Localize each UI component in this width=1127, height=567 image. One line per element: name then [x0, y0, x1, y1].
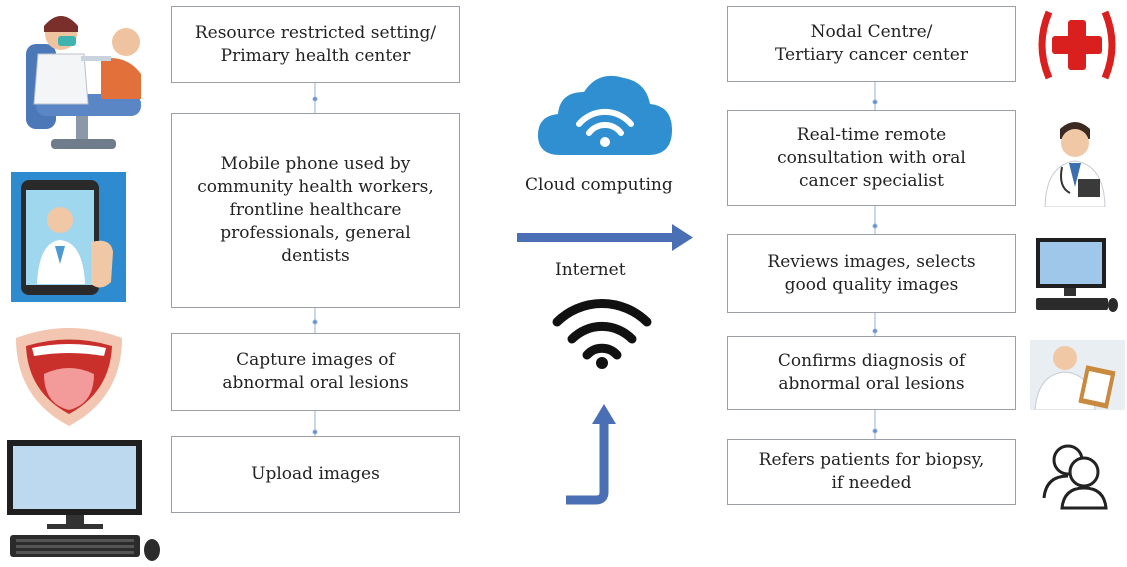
red-cross-icon: [1038, 10, 1116, 80]
internet-label: Internet: [555, 260, 626, 280]
connector-dot: [872, 223, 878, 229]
connector-dot: [872, 428, 878, 434]
connector-dot: [872, 99, 878, 105]
connector-dot: [872, 328, 878, 334]
box-reviews-images: Reviews images, selects good quality ima…: [727, 234, 1016, 313]
computer-monitor-icon: [1036, 238, 1118, 312]
dentist-chair-icon: [26, 16, 141, 149]
box-upload-images: Upload images: [171, 436, 460, 513]
box-nodal-centre: Nodal Centre/ Tertiary cancer center: [727, 6, 1016, 82]
box-capture-images: Capture images of abnormal oral lesions: [171, 333, 460, 411]
wifi-icon: [552, 299, 652, 369]
box-mobile-phone-users: Mobile phone used by community health wo…: [171, 113, 460, 308]
open-mouth-icon: [16, 328, 122, 426]
box-confirms-diagnosis: Confirms diagnosis of abnormal oral lesi…: [727, 336, 1016, 410]
users-icon: [1042, 444, 1108, 510]
connector-dot: [312, 429, 318, 435]
right-arrow-icon: [517, 224, 693, 251]
connector-dot: [312, 319, 318, 325]
cloud-computing-label: Cloud computing: [525, 175, 673, 195]
doctor-icon: [1044, 122, 1106, 207]
connector-dot: [312, 96, 318, 102]
cloud-wifi-icon: [538, 75, 672, 155]
box-primary-health-center: Resource restricted setting/ Primary hea…: [171, 6, 460, 83]
up-arrow-icon: [566, 404, 616, 505]
box-refers-patients: Refers patients for biopsy, if needed: [727, 439, 1016, 505]
desktop-computer-icon: [7, 440, 160, 561]
box-remote-consultation: Real-time remote consultation with oral …: [727, 110, 1016, 206]
doctor-clipboard-icon: [1030, 340, 1125, 410]
tablet-doctor-icon: [11, 172, 126, 302]
